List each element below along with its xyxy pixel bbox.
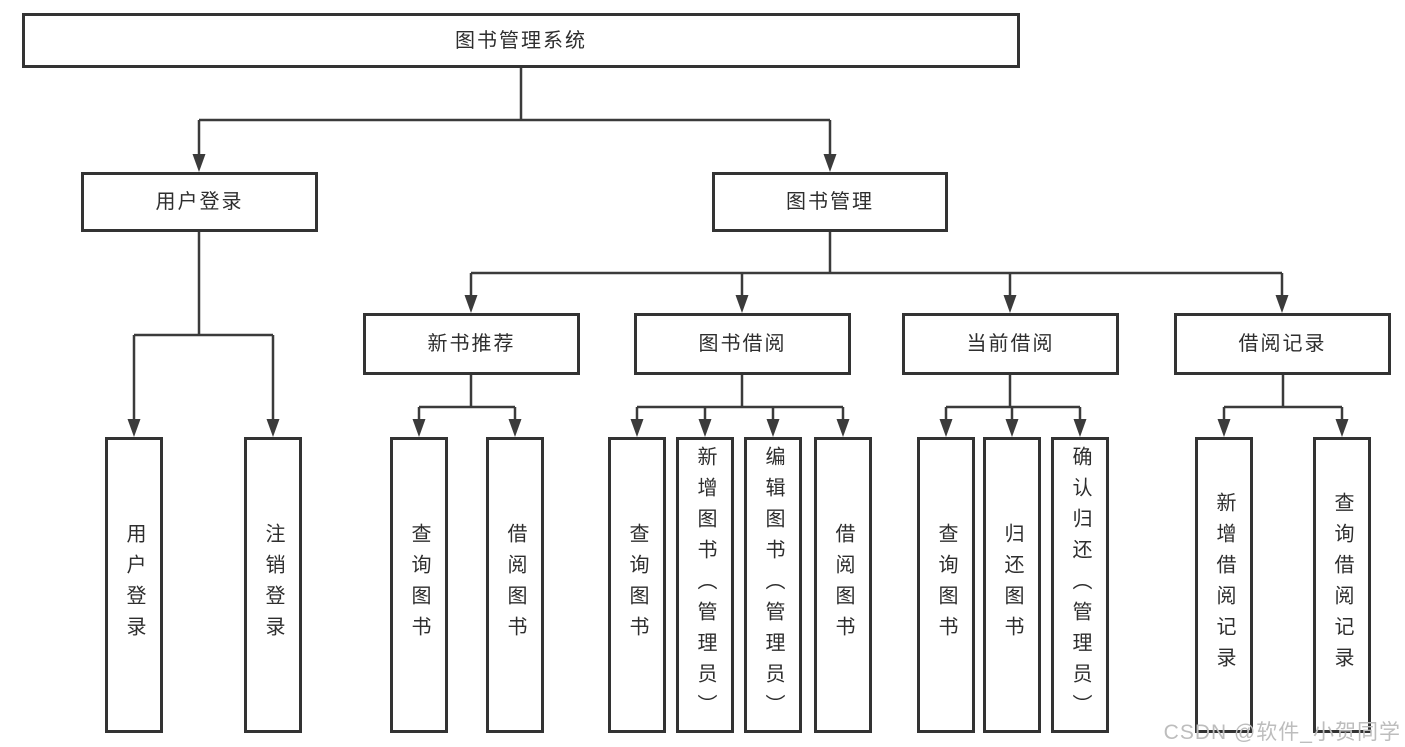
node-library-management-system: 图书管理系统 [22, 13, 1020, 68]
node-label: 图书管理 [786, 191, 874, 213]
node-current-borrowing: 当前借阅 [902, 313, 1119, 375]
node-label: 归还图书 [1001, 523, 1023, 647]
csdn-watermark: CSDN @软件_小贺同学 [1163, 721, 1401, 744]
leaf-query-books-borrow: 查询图书 [608, 437, 666, 733]
leaf-confirm-return-admin: 确认归还（管理员） [1051, 437, 1109, 733]
leaf-add-books-admin: 新增图书（管理员） [676, 437, 734, 733]
leaf-user-login: 用户登录 [105, 437, 163, 733]
node-label: 查询借阅记录 [1331, 492, 1353, 678]
node-label: 注销登录 [262, 523, 284, 647]
leaf-add-borrow-record: 新增借阅记录 [1195, 437, 1253, 733]
node-label: 查询图书 [935, 523, 957, 647]
leaf-edit-books-admin: 编辑图书（管理员） [744, 437, 802, 733]
node-label: 借阅图书 [832, 523, 854, 647]
leaf-borrow-books-recommend: 借阅图书 [486, 437, 544, 733]
node-label: 新增图书（管理员） [694, 445, 716, 725]
node-label: 用户登录 [155, 191, 244, 213]
node-label: 图书管理系统 [455, 29, 587, 52]
node-label: 查询图书 [626, 523, 648, 647]
node-label: 当前借阅 [966, 333, 1055, 355]
leaf-query-borrow-record: 查询借阅记录 [1313, 437, 1371, 733]
node-label: 图书借阅 [698, 333, 787, 355]
node-label: 新书推荐 [427, 333, 516, 355]
node-label: 借阅图书 [504, 523, 526, 647]
leaf-query-books-recommend: 查询图书 [390, 437, 448, 733]
leaf-query-books-current: 查询图书 [917, 437, 975, 733]
leaf-logout-login: 注销登录 [244, 437, 302, 733]
node-label: 新增借阅记录 [1213, 492, 1235, 678]
node-label: 查询图书 [408, 523, 430, 647]
node-label: 编辑图书（管理员） [762, 445, 784, 725]
node-book-borrowing: 图书借阅 [634, 313, 851, 375]
node-label: 借阅记录 [1238, 333, 1327, 355]
leaf-borrow-books: 借阅图书 [814, 437, 872, 733]
node-label: 用户登录 [123, 523, 145, 647]
node-borrowing-records: 借阅记录 [1174, 313, 1391, 375]
node-new-book-recommend: 新书推荐 [363, 313, 580, 375]
node-label: 确认归还（管理员） [1069, 445, 1091, 725]
leaf-return-books: 归还图书 [983, 437, 1041, 733]
node-user-login-branch: 用户登录 [81, 172, 318, 232]
node-book-management: 图书管理 [712, 172, 948, 232]
